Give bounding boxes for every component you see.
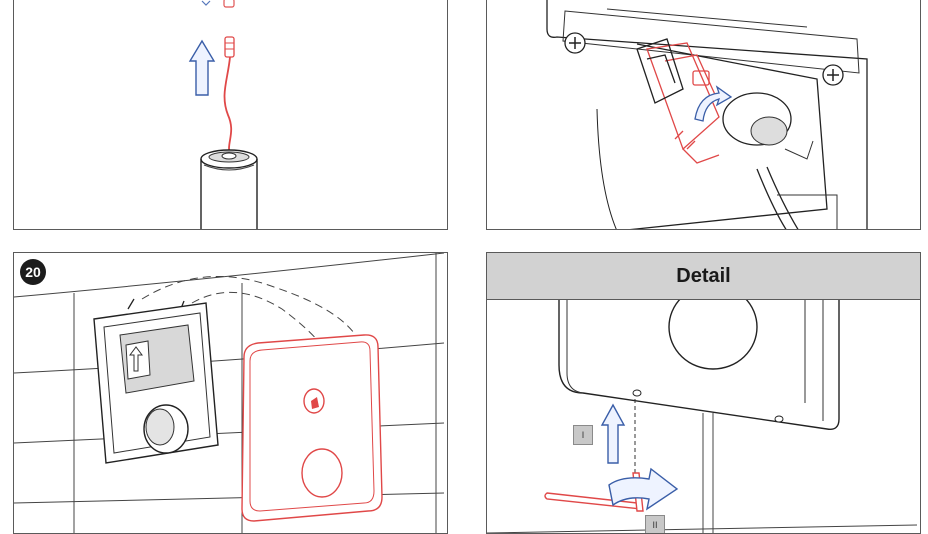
step-number-badge: 20 [20,259,46,285]
detail-title: Detail [487,253,920,300]
callout-step-two: II [645,515,665,533]
detail-panel: Detail I II [486,252,921,534]
illustration-cable-connection [13,0,448,230]
illustration-step-cover-mount: 20 [13,252,448,534]
illustration-connector-housing [486,0,921,230]
callout-step-one: I [573,425,593,445]
